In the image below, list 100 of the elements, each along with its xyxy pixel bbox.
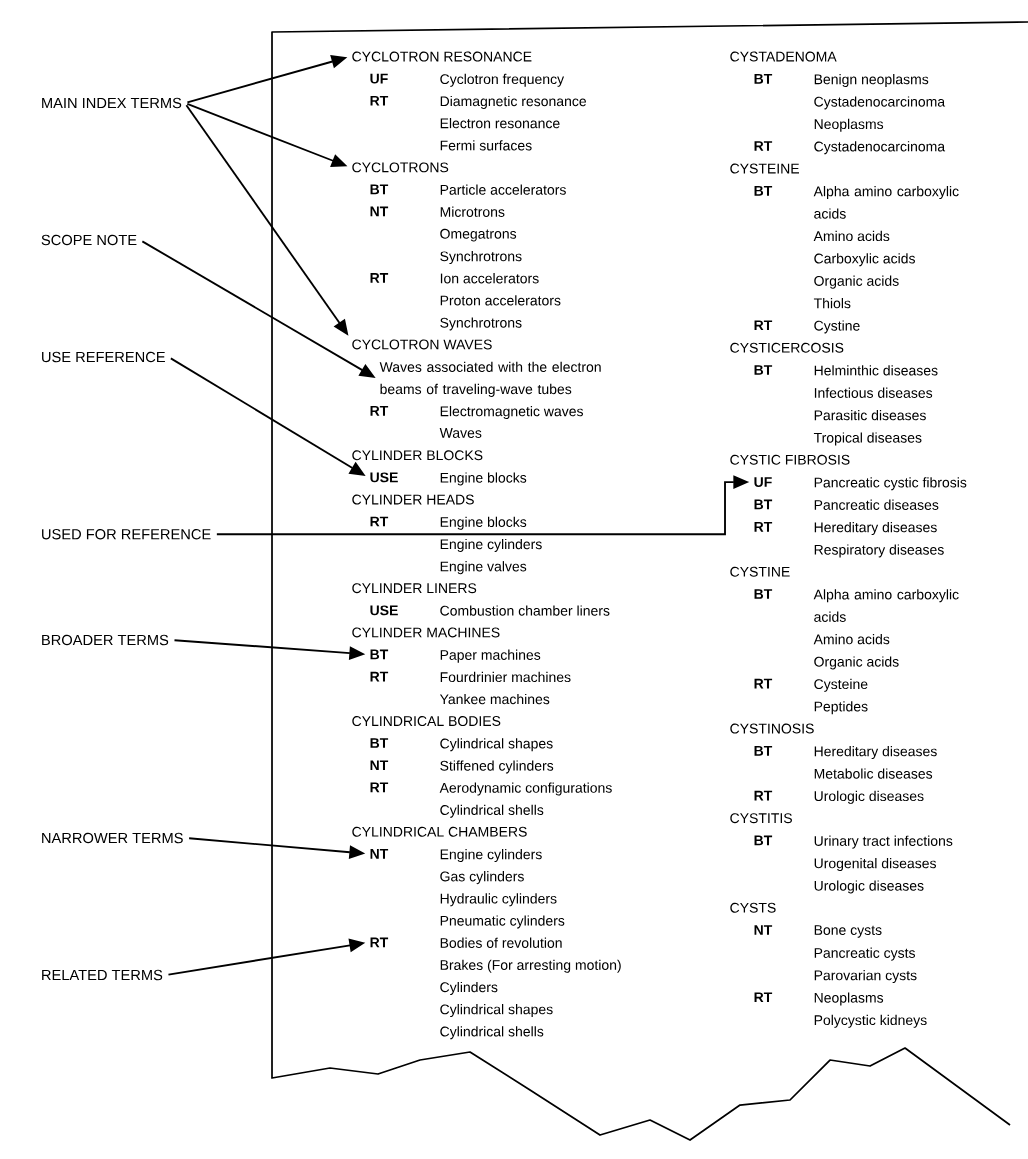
index-term: Metabolic diseases (814, 768, 933, 779)
relation-code: NT (370, 849, 389, 859)
callout-label: SCOPE NOTE (41, 234, 137, 246)
index-heading: CYCLOTRON RESONANCE (352, 51, 532, 62)
index-heading: CYLINDER LINERS (352, 583, 477, 594)
index-term: Cystadenocarcinoma (814, 96, 946, 110)
relation-code: RT (370, 273, 389, 283)
relation-code: BT (754, 499, 773, 510)
index-term: Thiols (813, 298, 851, 309)
index-term: Microtrons (440, 206, 505, 217)
index-heading: CYLINDER MACHINES (352, 627, 500, 638)
relation-code: RT (754, 141, 773, 151)
index-term: Pneumatic cylinders (440, 915, 565, 929)
index-term: Fourdrinier machines (440, 671, 571, 683)
relation-code: NT (370, 760, 389, 771)
relation-code: RT (754, 522, 773, 532)
index-term: Pancreatic diseases (814, 499, 939, 510)
index-heading: CYSTITIS (730, 813, 792, 824)
index-term: Particle accelerators (440, 184, 566, 195)
index-heading: CYCLOTRONS (352, 162, 449, 173)
index-term: Neoplasms (814, 118, 884, 132)
index-term: Cylindrical shells (440, 1026, 544, 1040)
index-term: Cystine (814, 320, 860, 334)
index-heading: CYLINDER HEADS (352, 494, 474, 505)
relation-code: NT (754, 925, 773, 935)
index-term: Alpha amino carboxylic acids (813, 186, 959, 219)
index-term: Cylindrical shells (440, 804, 544, 818)
callout-label: USE REFERENCE (42, 351, 165, 363)
index-term: Gas cylinders (440, 871, 524, 885)
index-term: Polycystic kidneys (814, 1014, 927, 1028)
index-term: Ion accelerators (440, 273, 539, 284)
relation-code: BT (754, 186, 773, 196)
index-term: Brakes (For arresting motion) (440, 959, 621, 973)
relation-code: RT (754, 992, 773, 1003)
index-term: Electron resonance (440, 118, 560, 129)
index-term: Amino acids (813, 230, 890, 242)
relation-code: BT (754, 74, 773, 84)
index-term: Bodies of revolution (440, 937, 562, 948)
relation-code: RT (370, 782, 389, 793)
index-term: Diamagnetic resonance (440, 95, 586, 109)
relation-code: RT (754, 678, 773, 689)
relation-code: RT (754, 320, 773, 331)
relation-code: RT (370, 671, 389, 682)
index-term: Pancreatic cysts (814, 947, 915, 961)
index-term: Combustion chamber liners (440, 605, 610, 616)
index-term: Parovarian cysts (814, 970, 917, 984)
relation-code: UF (370, 73, 388, 84)
index-term: Organic acids (814, 656, 899, 670)
index-heading: CYLINDRICAL CHAMBERS (352, 826, 527, 837)
relation-code: RT (370, 406, 389, 416)
relation-code: BT (370, 184, 389, 195)
index-term: Bone cysts (814, 925, 882, 938)
index-heading: CYSTINOSIS (730, 723, 814, 734)
index-heading: CYLINDER BLOCKS (352, 450, 483, 461)
relation-code: USE (370, 472, 398, 483)
index-term: Infectious diseases (814, 387, 933, 398)
callout-label: RELATED TERMS (42, 969, 163, 981)
index-heading: CYCLOTRON WAVES (352, 339, 492, 350)
relation-code: BT (370, 649, 389, 660)
index-term: Urinary tract infections (814, 835, 953, 849)
relation-code: RT (370, 95, 389, 106)
callout-label: USED FOR REFERENCE (42, 529, 211, 540)
scope-note: Waves associated with the electron beams of traveling-wave tubes (379, 361, 601, 397)
index-term: Engine blocks (440, 472, 527, 486)
callout-label: MAIN INDEX TERMS (42, 97, 182, 109)
relation-code: USE (370, 605, 398, 616)
callout-label: NARROWER TERMS (42, 832, 183, 844)
index-term: Aerodynamic configurations (439, 782, 612, 796)
index-term: Stiffened cylinders (440, 760, 554, 774)
index-term: Cylindrical shapes (440, 1004, 553, 1018)
relation-code: UF (754, 477, 772, 487)
callout-label: BROADER TERMS (42, 634, 169, 646)
index-term: Respiratory diseases (814, 544, 944, 558)
index-term: Fermi surfaces (440, 140, 532, 151)
index-term: Urologic diseases (814, 790, 924, 804)
index-term: Proton accelerators (440, 295, 561, 306)
relation-code: BT (754, 589, 773, 599)
index-term: Parasitic diseases (814, 410, 926, 421)
index-term: Urologic diseases (814, 880, 924, 894)
index-term: Yankee machines (439, 693, 550, 705)
index-term: Carboxylic acids (814, 253, 915, 267)
index-term: Waves (439, 428, 482, 438)
index-term: Tropical diseases (813, 432, 922, 446)
index-term: Hereditary diseases (814, 522, 937, 536)
index-term: Pancreatic cystic fibrosis (814, 477, 967, 491)
index-term: Benign neoplasms (814, 74, 929, 88)
relation-code: BT (754, 746, 773, 756)
index-term: Synchrotrons (440, 317, 522, 331)
index-heading: CYSTIC FIBROSIS (730, 454, 850, 465)
index-term: Engine cylinders (440, 538, 542, 552)
relation-code: BT (754, 365, 773, 375)
index-heading: CYSTS (730, 902, 776, 913)
index-term: Synchrotrons (440, 251, 522, 265)
index-term: Hereditary diseases (814, 746, 937, 760)
index-term: Alpha amino carboxylic acids (813, 589, 959, 622)
index-term: Electromagnetic waves (440, 406, 583, 420)
index-term: Cylinders (440, 981, 498, 995)
index-term: Neoplasms (814, 992, 884, 1006)
index-term: Engine valves (440, 561, 527, 575)
index-term: Hydraulic cylinders (440, 893, 557, 907)
